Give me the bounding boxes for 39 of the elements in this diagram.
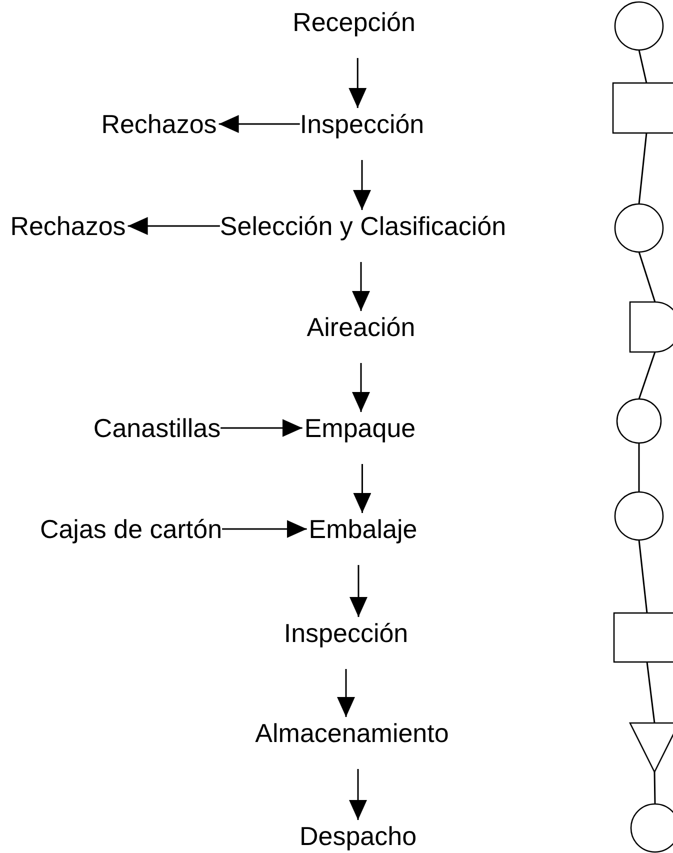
process-step-label: Almacenamiento	[255, 719, 449, 769]
arrow	[128, 217, 220, 235]
connector-line	[638, 50, 648, 84]
operation-circle	[615, 204, 663, 252]
arrow	[353, 464, 372, 513]
side-flow-label: Rechazos	[101, 110, 217, 138]
connector-line	[638, 540, 648, 614]
connector-line	[638, 443, 640, 492]
side-flow-label: Cajas de cartón	[40, 515, 222, 543]
arrow	[348, 58, 367, 108]
arrow	[222, 520, 307, 538]
connector-line	[654, 772, 656, 804]
arrow	[220, 419, 302, 437]
side-flow-label: Canastillas	[93, 414, 221, 442]
process-step-label: Inspección	[300, 110, 424, 160]
delay-symbol	[630, 302, 673, 352]
operation-circle	[617, 399, 661, 443]
process-step-label: Empaque	[304, 414, 416, 464]
operation-circle	[615, 2, 663, 50]
process-step-label: Embalaje	[308, 515, 418, 565]
process-step-label: Inspección	[284, 619, 408, 669]
storage-triangle	[630, 723, 673, 772]
process-step-label: Recepción	[292, 8, 416, 58]
arrow	[337, 669, 355, 717]
process-step-label: Selección y Clasificación	[220, 212, 506, 262]
arrow	[352, 262, 370, 311]
connector-line	[646, 662, 656, 724]
connector-line	[638, 132, 648, 204]
arrow	[349, 769, 367, 820]
side-flow-label: Rechazos	[10, 212, 126, 240]
connector-line	[638, 252, 656, 302]
arrow	[353, 160, 371, 210]
connector-line	[638, 352, 656, 400]
process-step-label: Aireación	[306, 313, 416, 363]
arrow	[218, 115, 300, 133]
arrow	[349, 565, 368, 617]
operation-circle	[615, 492, 663, 540]
process-step-label: Despacho	[299, 822, 417, 850]
arrow	[352, 363, 370, 412]
